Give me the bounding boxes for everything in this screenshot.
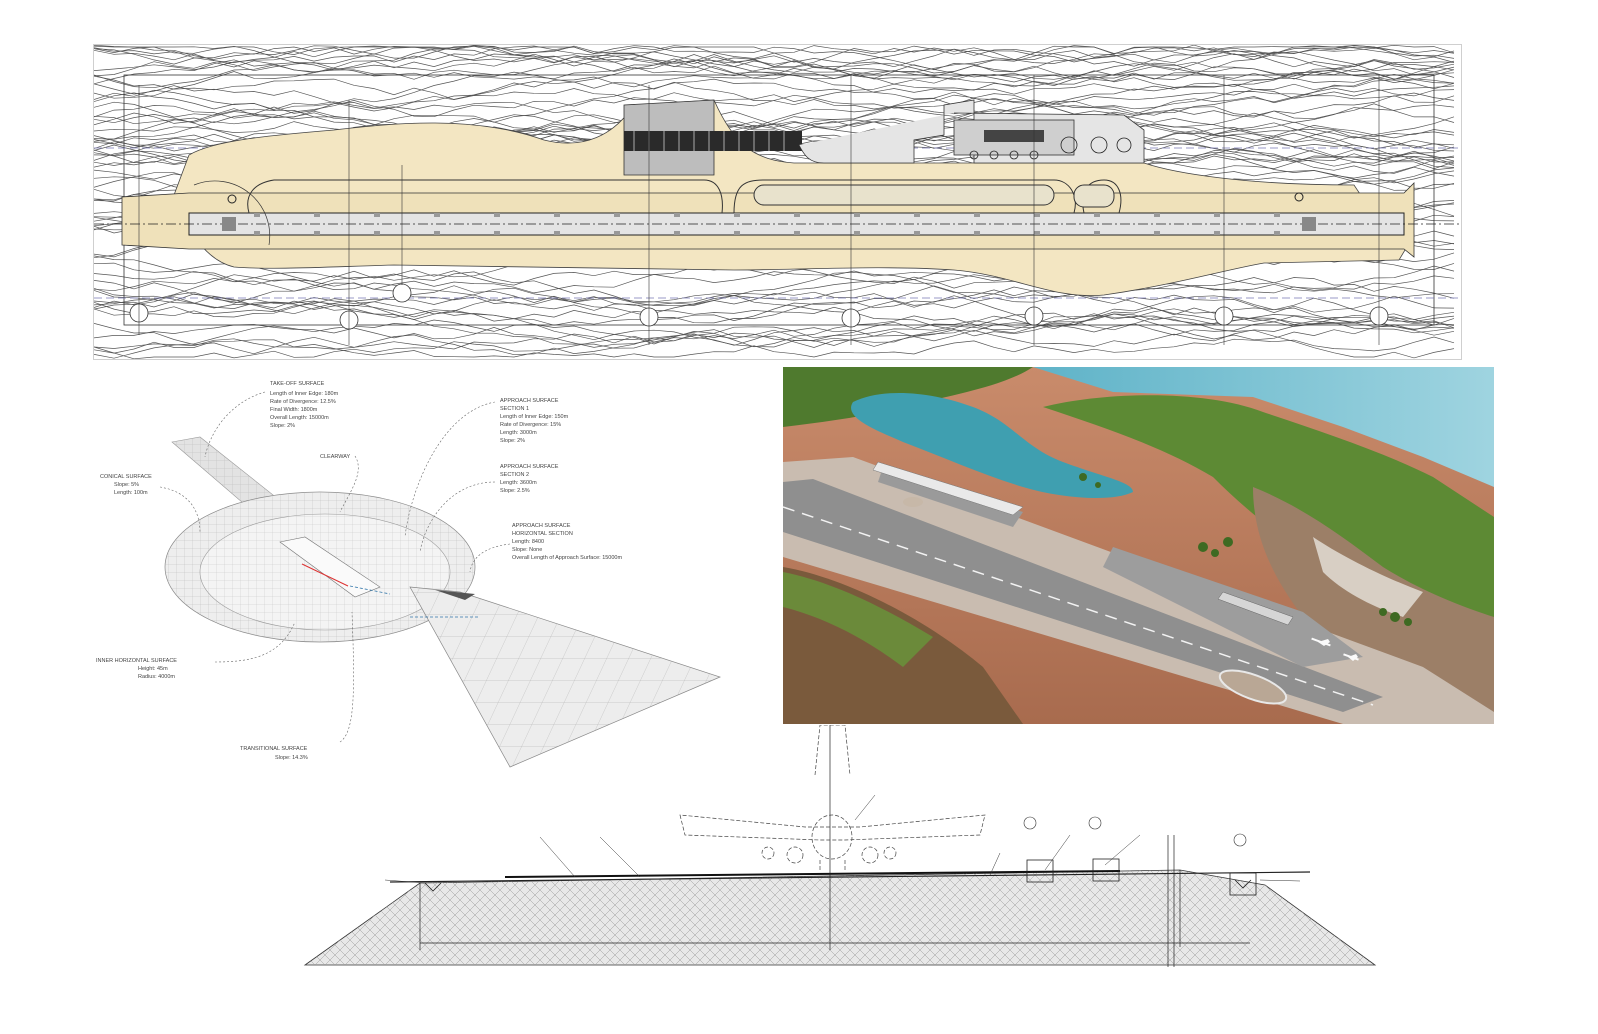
approach-surface-section-2-label: APPROACH SURFACE SECTION 2 Length: 3600m… (500, 464, 559, 494)
svg-text:Length: 8400: Length: 8400 (512, 539, 544, 545)
transitional-surface-label: TRANSITIONAL SURFACE Slope: 14.3% (240, 746, 308, 761)
contour-line (94, 336, 1455, 358)
site-plan-drawing (94, 45, 1461, 359)
hangar-roof (872, 461, 1024, 516)
approach-surface-section-1-label: APPROACH SURFACE SECTION 1 Length of Inn… (500, 398, 569, 444)
runway-pavement (504, 870, 1121, 878)
contour-line (94, 253, 1455, 294)
leader-lines (159, 391, 511, 743)
finished-grade (389, 871, 1311, 883)
contour-line (94, 315, 1455, 359)
svg-text:Length of Inner Edge: 150m: Length of Inner Edge: 150m (500, 414, 569, 420)
contour-line (94, 60, 1455, 90)
svg-text:Height: 45m: Height: 45m (138, 666, 168, 672)
contour-line (94, 51, 1455, 85)
svg-text:SECTION 1: SECTION 1 (500, 406, 529, 412)
runway-end-arc (193, 180, 271, 246)
svg-text:Slope: 2%: Slope: 2% (500, 438, 525, 444)
svg-text:Length of Inner Edge: 180m: Length of Inner Edge: 180m (270, 391, 339, 397)
svg-text:HORIZONTAL SECTION: HORIZONTAL SECTION (512, 531, 573, 537)
site-plan (93, 44, 1462, 360)
svg-text:Overall Length of Approach Sur: Overall Length of Approach Surface: 1500… (512, 555, 622, 561)
conical-surface-label: CONICAL SURFACE Slope: 5% Length: 100m (100, 474, 152, 496)
contour-line (94, 45, 1455, 76)
svg-text:TAKE-OFF SURFACE: TAKE-OFF SURFACE (270, 381, 325, 387)
svg-text:TRANSITIONAL SURFACE: TRANSITIONAL SURFACE (240, 746, 308, 752)
svg-text:Slope: 2%: Slope: 2% (270, 423, 295, 429)
runway (783, 479, 1383, 712)
vegetation-cliff (783, 572, 933, 667)
svg-text:Radius: 4000m: Radius: 4000m (138, 674, 175, 680)
section-cut-lines (138, 75, 1380, 345)
take-off-surface-label: TAKE-OFF SURFACE Length of Inner Edge: 1… (270, 381, 339, 429)
contour-line (94, 66, 1455, 132)
contour-line (94, 285, 1455, 324)
clearway-label: CLEARWAY (320, 454, 350, 460)
contour-line (94, 45, 1455, 117)
hangar-building (624, 131, 802, 151)
transitional-surface (279, 536, 381, 598)
runway-markings (222, 213, 1316, 235)
svg-text:Length: 3000m: Length: 3000m (500, 430, 537, 436)
svg-text:CONICAL SURFACE: CONICAL SURFACE (100, 474, 152, 480)
svg-text:Rate of Divergence: 12.5%: Rate of Divergence: 12.5% (270, 399, 336, 405)
contour-line (94, 45, 1455, 80)
runway-axis (301, 563, 349, 587)
svg-text:Slope: 14.3%: Slope: 14.3% (275, 755, 308, 761)
vertical-dimension-lines (419, 725, 1250, 967)
annotation-leaders (384, 794, 1301, 884)
tree-clusters (1079, 473, 1412, 626)
inner-horizontal-surface-label: INNER HORIZONTAL SURFACE Height: 45m Rad… (96, 658, 177, 680)
drainage-ditches (424, 858, 1257, 896)
compass-marker-icon (1294, 192, 1304, 202)
svg-text:APPROACH SURFACE: APPROACH SURFACE (500, 398, 559, 404)
apron (1103, 547, 1363, 667)
contour-line (94, 271, 1455, 308)
compass-marker-icon (227, 194, 237, 204)
contour-line (94, 89, 1455, 152)
svg-text:INNER HORIZONTAL SURFACE: INNER HORIZONTAL SURFACE (96, 658, 177, 664)
contour-line (94, 66, 1455, 118)
approach-surface-horizontal-label: APPROACH SURFACE HORIZONTAL SECTION Leng… (512, 523, 622, 561)
aerial-render (783, 367, 1494, 724)
taxiway-loop (1218, 669, 1288, 705)
terminal-roof (984, 130, 1044, 142)
contour-line (94, 45, 1455, 71)
section-marker-icon (1023, 816, 1247, 847)
obstacle-limitation-surfaces-diagram: TAKE-OFF SURFACE Length of Inner Edge: 1… (80, 372, 740, 772)
svg-text:Length: 3600m: Length: 3600m (500, 480, 537, 486)
svg-text:Rate of Divergence: 15%: Rate of Divergence: 15% (500, 422, 561, 428)
sea (1033, 367, 1494, 487)
quarry-slope (1253, 487, 1494, 724)
contour-line (94, 262, 1455, 315)
runway-extension (349, 585, 391, 595)
taxiways (247, 179, 1122, 214)
terminal-roof (1217, 591, 1294, 626)
contour-line (94, 277, 1455, 314)
svg-text:Length: 100m: Length: 100m (114, 490, 148, 496)
runway-centerline (783, 506, 1374, 706)
contour-line (94, 105, 1455, 143)
contour-line (94, 295, 1455, 356)
svg-text:Slope: 2.5%: Slope: 2.5% (500, 488, 530, 494)
aircraft-icon (1311, 637, 1359, 661)
svg-text:Final Width: 1800m: Final Width: 1800m (270, 407, 318, 413)
aircraft-icon (679, 725, 986, 871)
contour-line (94, 45, 1455, 70)
svg-text:Slope: 5%: Slope: 5% (114, 482, 139, 488)
contour-line (94, 45, 1455, 140)
svg-text:SECTION 2: SECTION 2 (500, 472, 529, 478)
runway-cross-section (300, 725, 1385, 975)
lagoon (851, 392, 1133, 499)
contour-line (94, 312, 1455, 359)
contour-line (94, 81, 1455, 115)
svg-text:Slope: None: Slope: None (512, 547, 542, 553)
quarry-pit (1313, 537, 1423, 617)
svg-text:APPROACH SURFACE: APPROACH SURFACE (512, 523, 571, 529)
contour-line (94, 45, 1455, 80)
svg-text:Overall Length: 15000m: Overall Length: 15000m (270, 415, 329, 421)
svg-text:APPROACH SURFACE: APPROACH SURFACE (500, 464, 559, 470)
